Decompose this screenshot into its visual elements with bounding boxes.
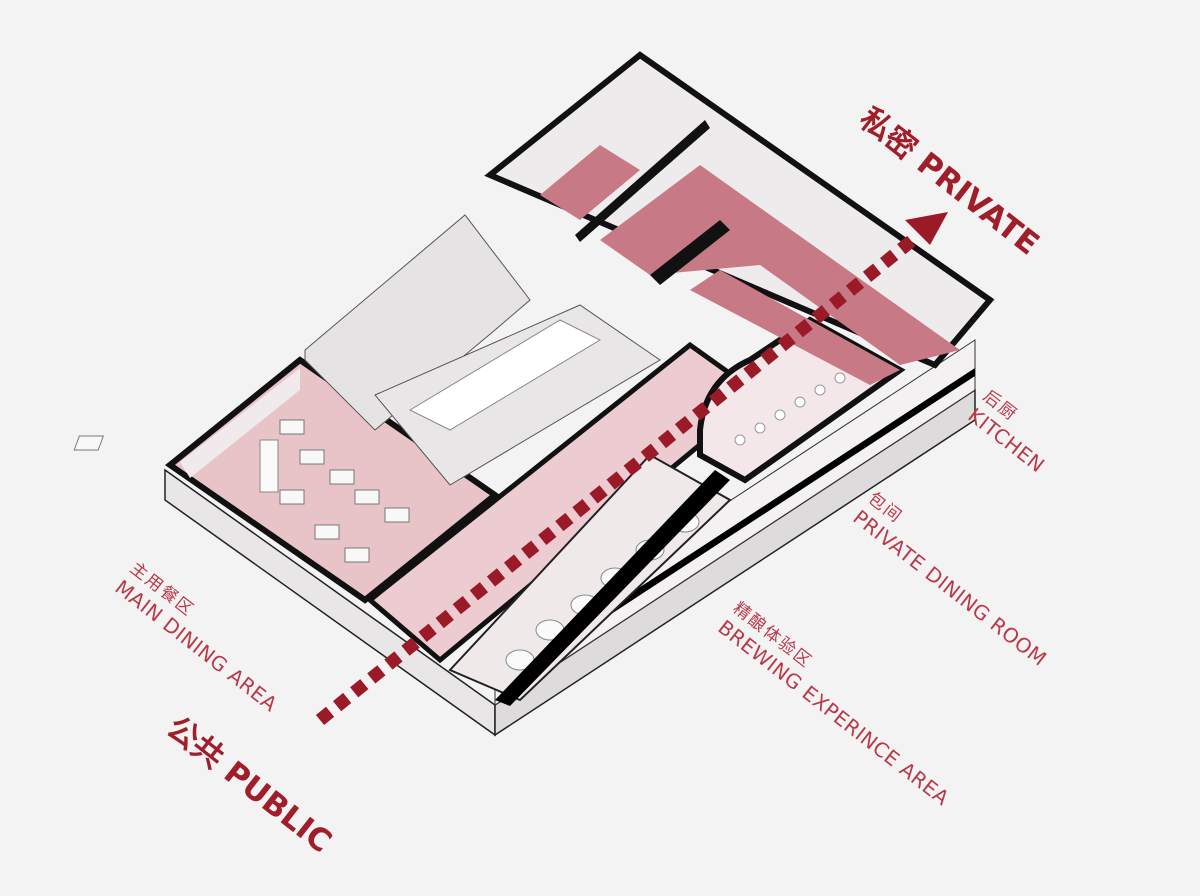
arrow-head <box>905 212 948 245</box>
brewing-floor <box>448 453 732 702</box>
brewing-area <box>366 341 765 706</box>
public-private-arrow <box>315 212 948 726</box>
inner-wall <box>495 470 730 706</box>
column <box>259 439 279 493</box>
main-dining-room <box>73 356 501 604</box>
dining-tables <box>73 419 410 563</box>
kitchen-stools <box>734 372 846 446</box>
private-floor-1 <box>540 145 640 220</box>
roof-blocks <box>304 214 661 486</box>
partition-a <box>575 120 710 242</box>
roof-block-back <box>304 214 531 431</box>
arrow-shaft <box>315 232 920 726</box>
skylight <box>408 319 602 431</box>
roof-block-front <box>374 304 661 486</box>
partition-b <box>650 220 730 285</box>
main-dining-back-wall <box>180 368 300 478</box>
private-floor-2 <box>600 165 960 365</box>
